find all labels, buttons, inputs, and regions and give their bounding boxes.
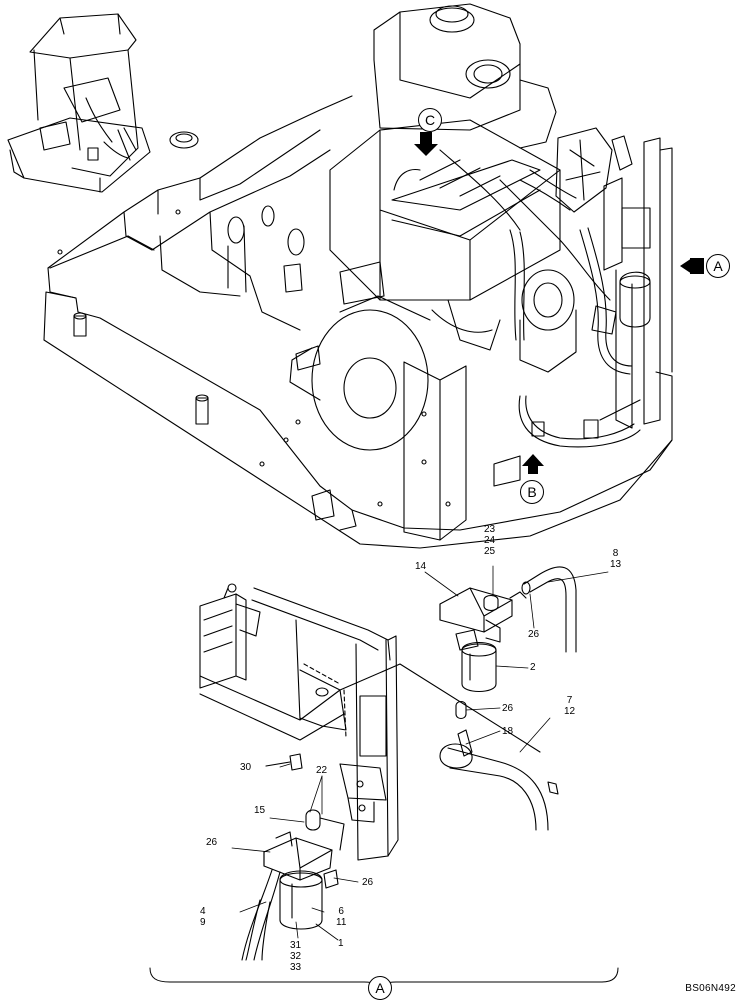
part-number: 11 — [336, 917, 347, 928]
part-label-23-24-25: 23 24 25 — [484, 524, 495, 557]
part-label-18: 18 — [502, 726, 514, 737]
engine-frame-assembly — [43, 3, 673, 549]
part-label-4-9: 4 9 — [200, 906, 206, 928]
part-label-30: 30 — [240, 762, 252, 773]
view-arrow-a — [680, 258, 704, 274]
fuel-hose-7 — [439, 729, 559, 831]
part-label-15: 15 — [254, 805, 266, 816]
part-label-22: 22 — [316, 765, 328, 776]
bolt-30 — [265, 753, 303, 771]
part-label-26: 26 — [362, 877, 374, 888]
part-label-6-11: 6 11 — [336, 906, 346, 928]
part-number: 9 — [200, 917, 206, 928]
part-label-2: 2 — [530, 662, 536, 673]
fuel-filter-upper — [439, 587, 527, 720]
part-label-31-32-33: 31 32 33 — [290, 940, 301, 973]
part-number: 33 — [290, 962, 302, 973]
part-label-8-13: 8 13 — [610, 548, 621, 570]
view-callout-a: A — [706, 254, 730, 278]
part-label-14: 14 — [415, 561, 427, 572]
part-label-26: 26 — [502, 703, 514, 714]
part-number: 25 — [484, 546, 496, 557]
part-number: 12 — [564, 706, 576, 717]
view-arrow-c — [414, 132, 438, 156]
part-label-26: 26 — [206, 837, 218, 848]
part-number: 31 — [290, 940, 302, 951]
part-label-7-12: 7 12 — [564, 695, 575, 717]
part-number: 7 — [566, 695, 573, 706]
detail-a-frame — [199, 587, 541, 861]
machine-overview — [7, 13, 151, 193]
part-number: 23 — [484, 524, 496, 535]
view-callout-c: C — [418, 108, 442, 132]
fuel-filter-lower — [241, 809, 345, 961]
part-number: 13 — [610, 559, 622, 570]
part-label-1: 1 — [338, 938, 344, 949]
part-label-26: 26 — [528, 629, 540, 640]
view-callout-b: B — [520, 480, 544, 504]
part-number: 24 — [484, 535, 496, 546]
part-number: 6 — [338, 906, 344, 917]
detail-callout-a: A — [368, 976, 392, 1000]
part-number: 32 — [290, 951, 302, 962]
part-number: 8 — [612, 548, 619, 559]
relay-block — [199, 583, 261, 689]
view-arrow-b — [522, 454, 544, 474]
drawing-code: BS06N492 — [685, 983, 736, 994]
leader-lines — [231, 565, 609, 941]
part-number: 4 — [200, 906, 206, 917]
